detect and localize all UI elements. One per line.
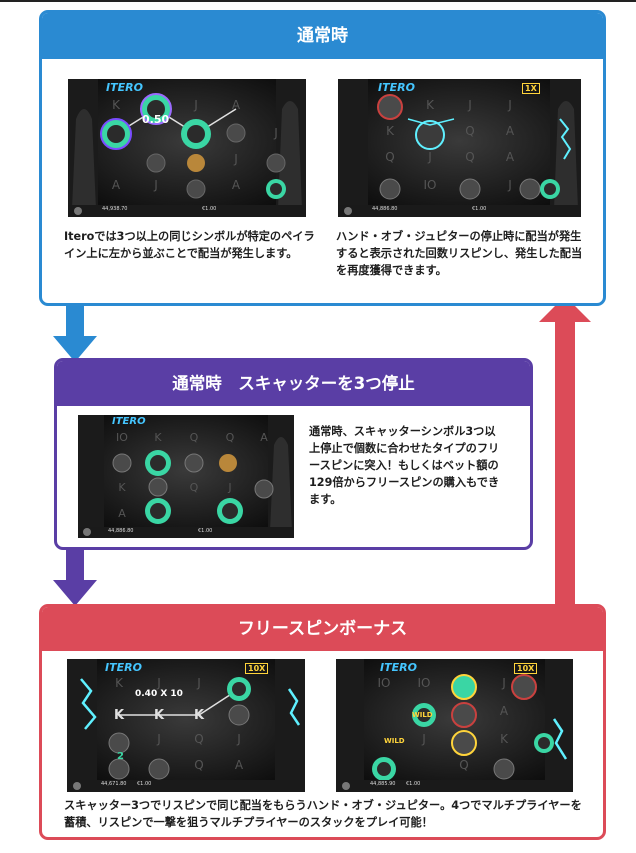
free-spin-title: フリースピンボーナス xyxy=(42,607,603,651)
svg-text:IO: IO xyxy=(116,431,128,444)
svg-text:K: K xyxy=(194,708,205,723)
free-spin-description: スキャッター3つでリスピンで同じ配当をもらうハンド・オブ・ジュピター。4つでマル… xyxy=(64,799,582,829)
svg-text:Q: Q xyxy=(190,431,199,444)
normal-right-description: ハンド・オブ・ジュピターの停止時に配当が発生すると表示された回数リスピンし、発生… xyxy=(336,230,583,277)
svg-text:A: A xyxy=(235,758,244,772)
svg-text:K: K xyxy=(115,676,124,690)
svg-text:A: A xyxy=(232,98,241,112)
svg-text:J: J xyxy=(427,150,432,164)
svg-text:A: A xyxy=(500,704,509,718)
svg-text:Q: Q xyxy=(465,150,474,164)
svg-text:J: J xyxy=(233,152,238,166)
shot1-bet: €1.00 xyxy=(202,206,217,212)
svg-text:K: K xyxy=(154,431,162,444)
scatter-shot-logo: ITERO xyxy=(112,416,146,427)
svg-text:J: J xyxy=(501,676,506,690)
svg-text:J: J xyxy=(467,98,472,112)
svg-text:K: K xyxy=(154,708,165,723)
svg-text:J: J xyxy=(156,676,161,690)
scatter-description: 通常時、スキャッターシンボル3つ以上停止で個数に合わせたタイプのフリースピンに突… xyxy=(309,425,500,506)
svg-text:K: K xyxy=(114,708,125,723)
free2-balance: 44,885.90 xyxy=(370,781,396,787)
free2-wild-label-1: WILD xyxy=(412,711,433,719)
svg-text:IO: IO xyxy=(418,676,431,690)
svg-text:K: K xyxy=(426,98,435,112)
free1-win-formula: 0.40 X 10 xyxy=(135,689,183,699)
svg-text:K: K xyxy=(386,124,395,138)
shot2-bet: €1.00 xyxy=(472,206,487,212)
svg-text:A: A xyxy=(506,124,515,138)
svg-text:J: J xyxy=(507,98,512,112)
top-rule xyxy=(0,0,636,2)
svg-text:A: A xyxy=(232,178,241,192)
shot1-logo: ITERO xyxy=(106,81,143,94)
shot2-balance: 44,886.80 xyxy=(372,206,398,212)
shot2-logo: ITERO xyxy=(378,81,415,94)
svg-text:A: A xyxy=(506,150,515,164)
svg-text:K: K xyxy=(112,98,121,112)
normal-play-panel: 通常時 KAJA QJQJ AJA ITERO 0. xyxy=(39,10,606,306)
free2-wild-label-2: WILD xyxy=(384,737,405,745)
arrow-down-purple-icon xyxy=(53,548,97,606)
shot1-balance: 44,938.70 xyxy=(102,206,128,212)
svg-text:A: A xyxy=(112,178,121,192)
svg-text:J: J xyxy=(507,178,512,192)
game-screenshot-normal-1: KAJA QJQJ AJA ITERO 0.50 44,938.70 €1.00 xyxy=(68,79,306,217)
svg-text:K: K xyxy=(118,481,126,494)
free2-logo: ITERO xyxy=(380,661,417,674)
free2-bet: €1.00 xyxy=(406,781,421,787)
free1-multiplier: 10X xyxy=(245,663,269,674)
svg-text:J: J xyxy=(156,732,161,746)
svg-text:A: A xyxy=(118,507,126,520)
svg-text:J: J xyxy=(196,676,201,690)
shot1-win-amount: 0.50 xyxy=(142,113,170,126)
svg-text:J: J xyxy=(153,178,158,192)
svg-text:Q: Q xyxy=(226,431,235,444)
scatter-title: 通常時 スキャッターを3つ停止 xyxy=(57,361,530,406)
free1-balance: 44,671.80 xyxy=(101,781,127,787)
svg-text:A: A xyxy=(260,431,268,444)
svg-text:J: J xyxy=(236,732,241,746)
free1-logo: ITERO xyxy=(105,661,142,674)
free2-multiplier: 10X xyxy=(514,663,538,674)
svg-text:J: J xyxy=(421,732,426,746)
svg-text:K: K xyxy=(500,732,509,746)
svg-text:J: J xyxy=(227,481,231,494)
svg-text:Q: Q xyxy=(459,758,468,772)
svg-text:Q: Q xyxy=(190,481,199,494)
scatter-shot-bet: €1.00 xyxy=(198,528,213,534)
svg-text:IO: IO xyxy=(378,676,391,690)
normal-play-title: 通常時 xyxy=(42,13,603,59)
svg-text:Q: Q xyxy=(194,732,203,746)
svg-text:Q: Q xyxy=(465,124,474,138)
arrow-up-red-icon xyxy=(539,296,591,606)
free1-spin-counter: 2 xyxy=(117,751,124,762)
svg-text:J: J xyxy=(273,126,278,140)
svg-text:Q: Q xyxy=(194,758,203,772)
svg-text:Q: Q xyxy=(385,150,394,164)
svg-text:J: J xyxy=(193,98,198,112)
normal-left-description: Iteroでは3つ以上の同じシンボルが特定のペイライン上に左から並ぶことで配当が… xyxy=(64,230,315,260)
arrow-down-blue-icon xyxy=(53,304,97,362)
scatter-shot-balance: 44,886.80 xyxy=(108,528,134,534)
shot2-multiplier: 1X xyxy=(522,83,540,94)
svg-text:IO: IO xyxy=(424,178,437,192)
free1-bet: €1.00 xyxy=(137,781,152,787)
